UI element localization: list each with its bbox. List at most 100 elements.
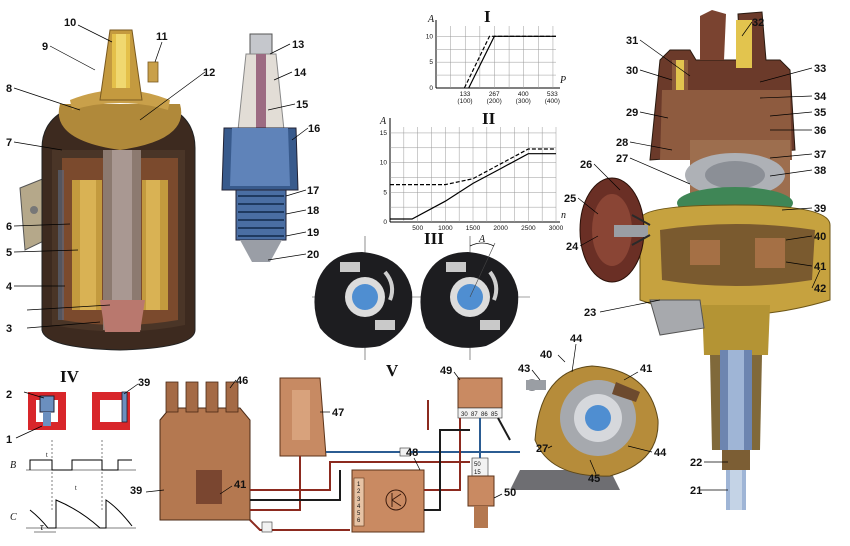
- ignition-wiring-schematic: V: [159, 361, 520, 533]
- breaker-plate-diagram: III A: [312, 229, 530, 360]
- block-pin-5: 5: [357, 511, 361, 517]
- part-label-40b: 40: [540, 349, 552, 361]
- chart-1-x-tick-label: 267: [489, 91, 500, 98]
- part-label-38: 38: [814, 165, 826, 177]
- distributor-breaker-detail: [510, 365, 659, 490]
- chart-1-x-tick-label: 133: [460, 91, 471, 98]
- section-4-label: IV: [60, 367, 80, 386]
- part-label-12: 12: [203, 67, 215, 79]
- chart-2-y-tick-label: 5: [383, 189, 387, 196]
- chart-2-y-tick-label: 15: [380, 130, 388, 137]
- part-label-46: 46: [236, 375, 248, 387]
- graph-1-title: I: [484, 7, 491, 26]
- chart-1-y-tick-label: 0: [429, 85, 433, 92]
- tmin-label-b: t: [46, 453, 48, 459]
- chart-2-series-dashed: [390, 148, 556, 186]
- chart-1-series-dashed: [463, 35, 556, 89]
- part-label-17: 17: [307, 185, 319, 197]
- part-label-15: 15: [296, 99, 308, 111]
- part-label-7: 7: [6, 137, 12, 149]
- part-label-16: 16: [308, 123, 320, 135]
- part-label-10: 10: [64, 17, 76, 29]
- part-label-45: 45: [588, 473, 600, 485]
- relay-pin-85: 85: [491, 412, 498, 418]
- chart-2-x-tick-label: 2500: [521, 225, 536, 232]
- chart-2-y-tick-label: 0: [383, 219, 387, 226]
- section-5-label: V: [386, 361, 399, 380]
- chart-1-x-tick-label: 400: [518, 91, 529, 98]
- part-label-39: 39: [814, 203, 826, 215]
- part-label-27b: 27: [536, 443, 548, 455]
- graph-2-ylabel: A: [379, 116, 387, 127]
- part-label-49: 49: [440, 365, 452, 377]
- part-label-24: 24: [566, 241, 579, 253]
- tmin-label-c: t: [75, 486, 77, 492]
- waveform-b-label: B: [10, 460, 16, 471]
- section-3-label: III: [424, 229, 444, 248]
- chart-1-x-tick-label: (200): [487, 98, 502, 105]
- part-label-23: 23: [584, 307, 596, 319]
- part-label-26: 26: [580, 159, 592, 171]
- chart-1-x-tick-label: 533: [547, 91, 558, 98]
- chart-1-x-tick-label: (300): [516, 98, 531, 105]
- graph-1-ylabel: A: [427, 14, 435, 25]
- chart-2-series-solid: [390, 153, 556, 220]
- part-label-50: 50: [504, 487, 516, 499]
- block-pin-1: 1: [357, 482, 361, 488]
- graph-2-xlabel: n: [561, 210, 566, 221]
- relay-pin-86: 86: [481, 412, 488, 418]
- part-label-1: 1: [6, 434, 12, 446]
- part-label-47: 47: [332, 407, 344, 419]
- angle-label: A: [478, 234, 486, 245]
- part-label-44: 44: [570, 333, 583, 345]
- callout-leader-lines: [13, 21, 821, 499]
- part-label-29: 29: [626, 107, 638, 119]
- switch-pin-50: 50: [474, 462, 481, 468]
- block-pin-3: 3: [357, 497, 361, 503]
- part-label-4: 4: [6, 281, 13, 293]
- part-label-9: 9: [42, 41, 48, 53]
- part-label-28: 28: [616, 137, 628, 149]
- relay-pin-87: 87: [471, 412, 478, 418]
- part-label-44b: 44: [654, 447, 667, 459]
- part-label-18: 18: [307, 205, 319, 217]
- part-label-20: 20: [307, 249, 319, 261]
- spark-plug: [221, 33, 299, 262]
- hall-sensor-diagram: IV B C τ t t: [10, 367, 136, 533]
- chart-1-y-tick-label: 10: [426, 33, 434, 40]
- chart-2-y-tick-label: 10: [380, 160, 388, 167]
- part-label-43: 43: [518, 363, 530, 375]
- chart-2-x-tick-label: 1000: [438, 225, 453, 232]
- chart-2-x-tick-label: 2000: [493, 225, 508, 232]
- part-label-41b: 41: [234, 479, 246, 491]
- part-label-14: 14: [294, 67, 307, 79]
- part-label-21: 21: [690, 485, 702, 497]
- part-label-33: 33: [814, 63, 826, 75]
- part-label-35: 35: [814, 107, 826, 119]
- part-number-labels: 1 2 3 4 5 6 7 8 9 10 11 12 13 14 15 16 1…: [6, 17, 827, 499]
- chart-1-y-tick-label: 5: [429, 59, 433, 66]
- switch-pin-15: 15: [474, 470, 481, 476]
- ignition-distributor: [579, 10, 831, 510]
- graph-1-xlabel: P: [559, 75, 566, 86]
- part-label-31: 31: [626, 35, 638, 47]
- part-label-37: 37: [814, 149, 826, 161]
- chart-2-x-tick-label: 500: [412, 225, 423, 232]
- waveform-c-label: C: [10, 512, 17, 523]
- part-label-39b: 39: [130, 485, 142, 497]
- chart-1-x-tick-label: (400): [545, 98, 560, 105]
- part-label-22: 22: [690, 457, 702, 469]
- graph-2-title: II: [482, 109, 496, 128]
- relay-pin-30: 30: [461, 412, 468, 418]
- part-label-6: 6: [6, 221, 12, 233]
- part-label-25: 25: [564, 193, 576, 205]
- part-label-8: 8: [6, 83, 12, 95]
- part-label-42: 42: [814, 283, 826, 295]
- part-label-13: 13: [292, 39, 304, 51]
- part-label-34: 34: [814, 91, 827, 103]
- part-label-36: 36: [814, 125, 826, 137]
- chart-2-x-tick-label: 3000: [549, 225, 564, 232]
